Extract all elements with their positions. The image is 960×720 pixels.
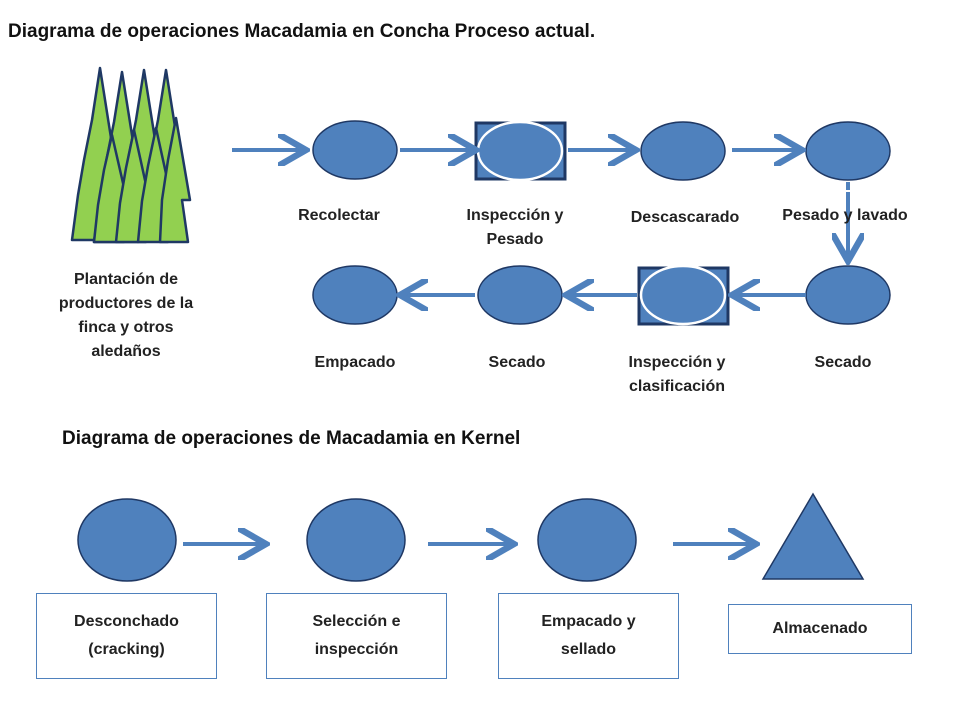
label-recolectar: Recolectar	[298, 207, 380, 224]
recolectar-operation	[312, 120, 398, 180]
label-desconchado: Desconchado (cracking)	[74, 613, 179, 658]
label-empacado: Empacado	[314, 354, 396, 371]
label-secado-2: Secado	[488, 354, 546, 371]
plantation-label: Plantación de productores de la finca y …	[58, 271, 194, 360]
inspeccion-clasificacion-operation	[639, 264, 727, 326]
box-seleccion: Selección e inspección	[266, 593, 447, 679]
box-empacado-sellado: Empacado y sellado	[498, 593, 679, 679]
seleccion-operation	[306, 498, 406, 582]
label-seleccion: Selección e inspección	[312, 613, 401, 658]
title-concha: Diagrama de operaciones Macadamia en Con…	[8, 21, 596, 42]
label-empacado-sellado: Empacado y sellado	[541, 613, 636, 658]
desconchado-operation	[77, 498, 177, 582]
title-kernel: Diagrama de operaciones de Macadamia en …	[62, 428, 521, 449]
box-desconchado: Desconchado (cracking)	[36, 593, 217, 679]
box-almacenado: Almacenado	[728, 604, 912, 654]
label-pesado-lavado: Pesado y lavado	[782, 207, 908, 224]
label-secado-1: Secado	[814, 354, 872, 371]
almacenado-storage-triangle	[761, 492, 865, 580]
label-inspeccion-pesado: Inspección y Pesado	[466, 207, 564, 248]
label-almacenado: Almacenado	[772, 620, 868, 637]
label-descascarado: Descascarado	[630, 209, 740, 226]
pesado-lavado-operation	[805, 121, 891, 181]
plantation-trees-icon	[70, 66, 192, 244]
secado-2-operation	[477, 265, 563, 325]
inspeccion-pesado-operation	[476, 120, 564, 182]
empacado-operation	[312, 265, 398, 325]
descascarado-operation	[640, 121, 726, 181]
secado-1-operation	[805, 265, 891, 325]
empacado-sellado-operation	[537, 498, 637, 582]
tree-icon	[158, 116, 192, 244]
label-inspeccion-clasificacion: Inspección y clasificación	[628, 354, 726, 395]
